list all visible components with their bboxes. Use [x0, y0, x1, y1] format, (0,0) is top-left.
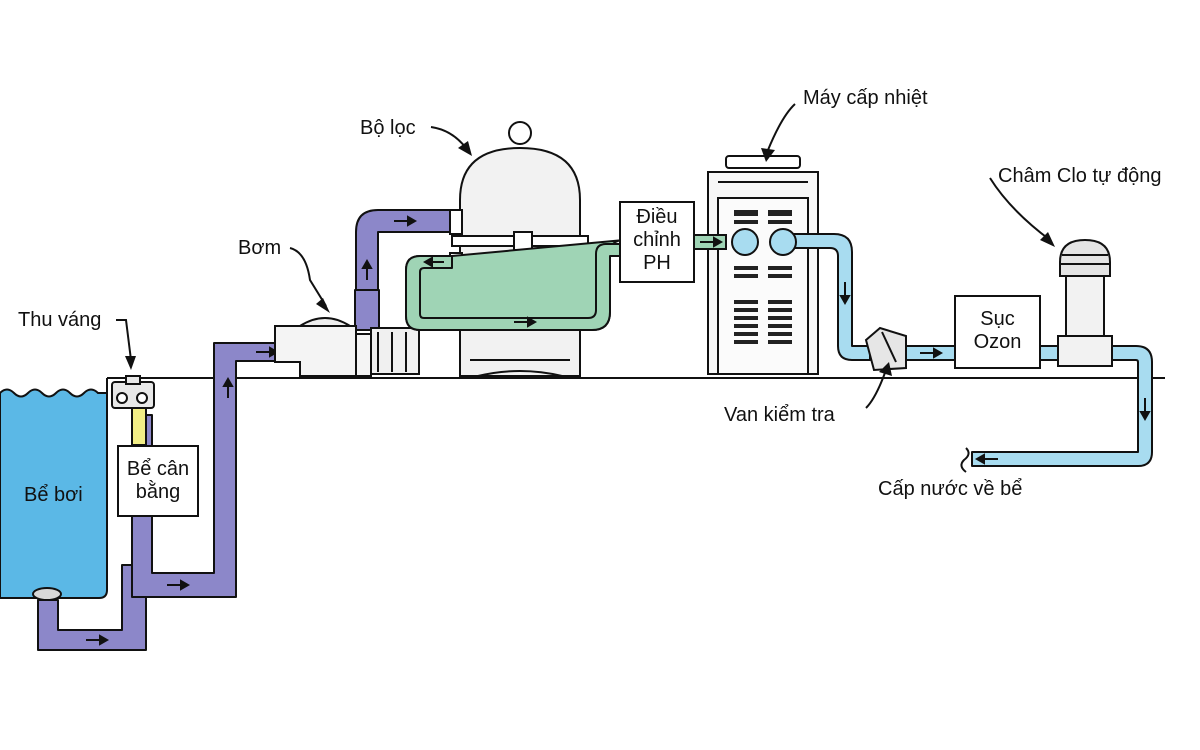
ozone-label-line1: Sục [980, 308, 1015, 330]
balance-tank-label: Bể cân bằng [118, 458, 198, 504]
ph-control-label-line2: chỉnh [633, 229, 681, 251]
check-valve-label: Van kiểm tra [724, 404, 835, 426]
main-drain [32, 587, 62, 601]
ozone-label-line2: Ozon [973, 331, 1022, 353]
pool-label: Bể bơi [24, 484, 83, 506]
balance-tank-box [117, 445, 199, 517]
return-pipes [789, 233, 1153, 467]
pipe-break [960, 447, 970, 473]
return-label: Cấp nước về bể [878, 478, 1023, 500]
ph-control-label-line1: Điều [636, 206, 678, 228]
heater-label: Máy cấp nhiệt [803, 87, 928, 109]
skimmer-label: Thu váng [18, 309, 102, 331]
leader-lines [116, 103, 1051, 409]
heater-fittings [731, 228, 797, 256]
pump-label: Bơm [238, 237, 282, 259]
check-valve [864, 326, 907, 372]
filter-pipes [405, 239, 629, 331]
heater [707, 155, 819, 375]
balance-tank-label-line1: Bể cân [126, 458, 190, 480]
suction-pipes [37, 209, 456, 651]
balance-tank-label-line2: bằng [135, 481, 181, 503]
skimmer [111, 375, 155, 409]
pump [274, 317, 420, 377]
ph-control-label-line3: PH [643, 252, 671, 274]
filter-label: Bộ lọc [360, 117, 416, 139]
leader-arrowheads [125, 141, 1055, 376]
chlorinator [1057, 238, 1113, 367]
ozone-label: Sục Ozon [955, 308, 1040, 354]
suction-arrows [86, 215, 418, 646]
chlorinator-label: Châm Clo tự động [998, 165, 1162, 187]
ozone-box [954, 295, 1041, 369]
ph-control-label: Điều chỉnh PH [620, 206, 694, 275]
filter-arrows [422, 256, 538, 328]
return-arrows [839, 282, 1151, 465]
yellow-pipe [131, 404, 147, 446]
pool-water [0, 388, 108, 599]
